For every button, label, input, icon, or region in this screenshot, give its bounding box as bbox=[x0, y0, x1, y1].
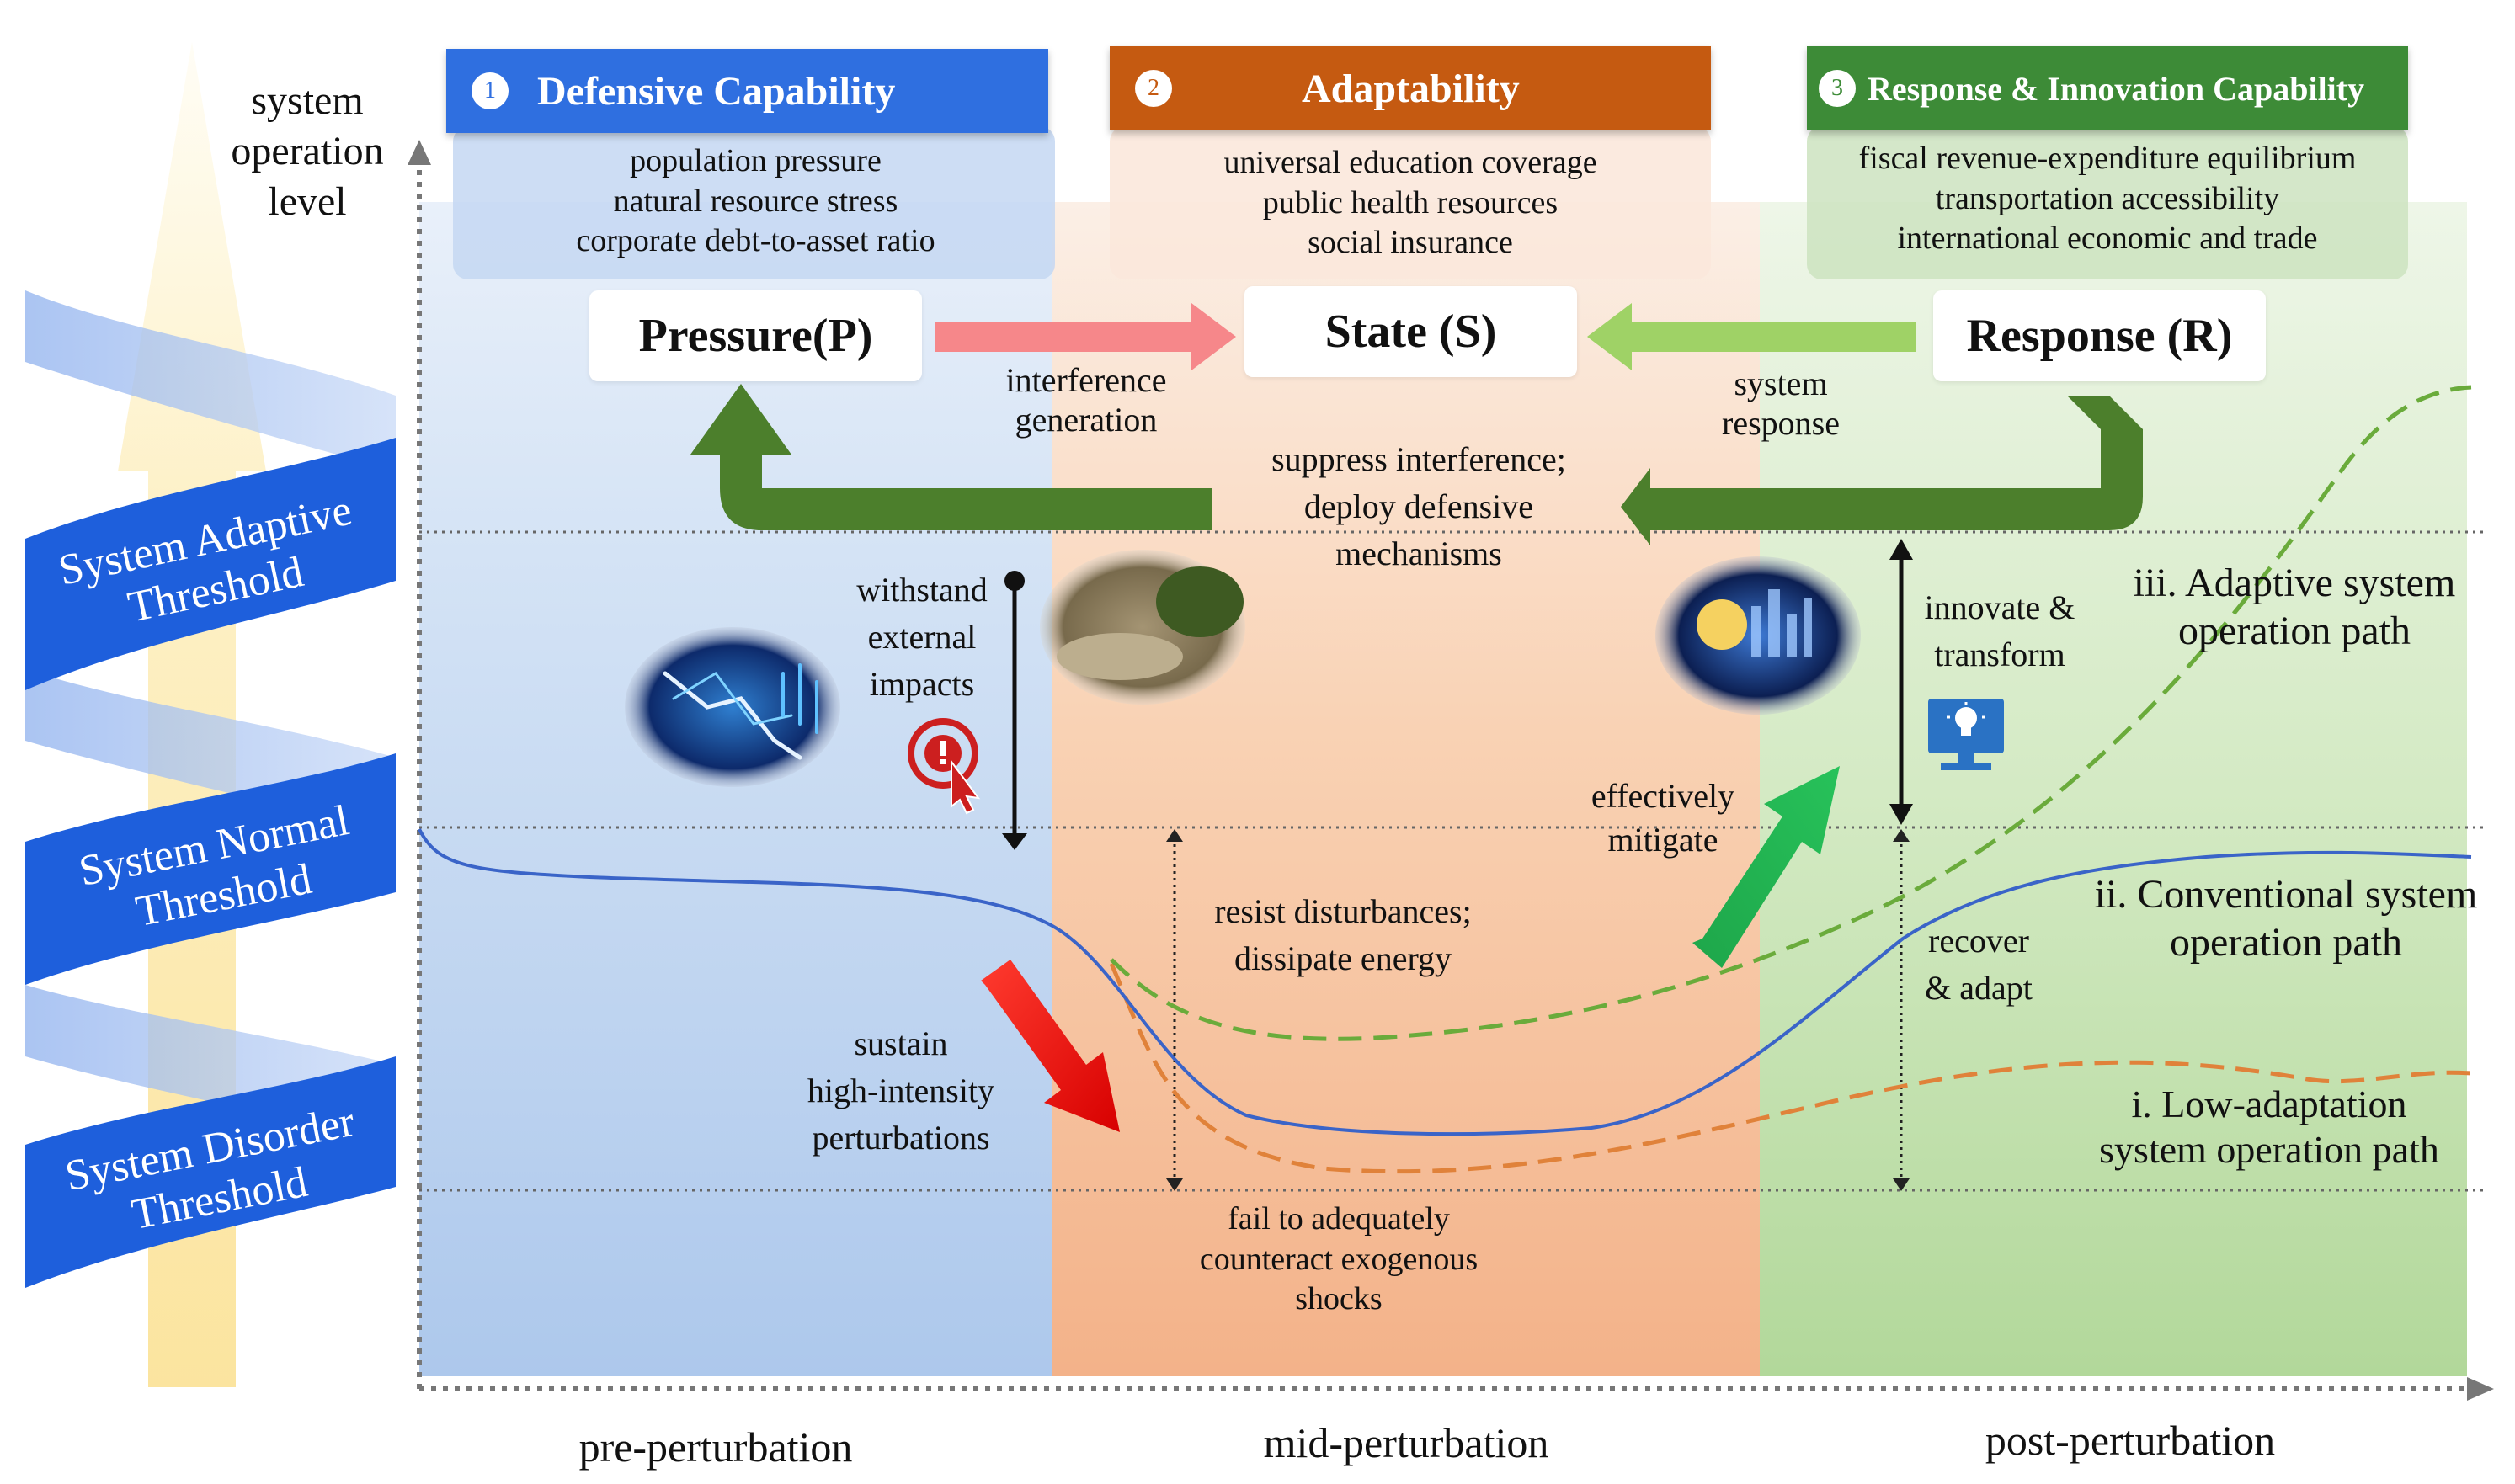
defensive-item-1: population pressure bbox=[630, 143, 882, 178]
drought-bush bbox=[1156, 566, 1244, 637]
conventional-path-label: ii. Conventional system operation path bbox=[2094, 872, 2478, 965]
adaptability-header: 2 Adaptability bbox=[1110, 46, 1711, 130]
sustain-perturbations-label: sustain high-intensity perturbations bbox=[807, 1024, 995, 1157]
system-response-label: system response bbox=[1722, 364, 1840, 443]
monitor-bulb-icon bbox=[1928, 699, 2004, 770]
adaptability-panel-bg bbox=[1110, 126, 1711, 279]
pressure-to-state-arrow bbox=[935, 303, 1236, 370]
adaptive-path-label: iii. Adaptive system operation path bbox=[2133, 561, 2456, 653]
threshold-band-disorder bbox=[25, 1056, 396, 1288]
withstand-arrowhead bbox=[1002, 833, 1027, 850]
adaptability-item-1: universal education coverage bbox=[1223, 145, 1597, 180]
resist-disturbances-label: resist disturbances; dissipate energy bbox=[1214, 892, 1472, 977]
low-adaptation-path-label: i. Low-adaptation system operation path bbox=[2099, 1082, 2439, 1172]
defensive-items: population pressure natural resource str… bbox=[455, 141, 1057, 262]
conventional-path bbox=[418, 828, 2472, 1136]
spiral-back-band-1 bbox=[25, 290, 396, 471]
innovate-arrowhead-top bbox=[1889, 539, 1913, 560]
post-perturbation-zone bbox=[1760, 202, 2467, 1376]
defensive-capability-header: 1 Defensive Capability bbox=[446, 49, 1048, 133]
threshold-band-adaptive bbox=[25, 438, 396, 690]
sustain-red-arrow bbox=[981, 960, 1120, 1132]
pressure-box: Pressure(P) bbox=[589, 290, 922, 381]
fail-counteract-label: fail to adequately counteract exogenous … bbox=[1199, 1201, 1479, 1316]
response-item-3: international economic and trade bbox=[1897, 221, 2318, 256]
response-innovation-header: 3 Response & Innovation Capability bbox=[1807, 46, 2408, 130]
defensive-capability-title: Defensive Capability bbox=[537, 68, 896, 114]
y-axis-arrowhead bbox=[408, 140, 431, 165]
interference-generation-label: interference generation bbox=[1005, 361, 1167, 439]
phase-pre-perturbation: pre-perturbation bbox=[578, 1423, 853, 1471]
defensive-number-badge: 1 bbox=[472, 72, 509, 109]
response-innovation-title: Response & Innovation Capability bbox=[1868, 69, 2365, 108]
tech-city-skyline bbox=[1751, 589, 1812, 657]
defensive-item-2: natural resource stress bbox=[613, 183, 898, 219]
drought-ground bbox=[1057, 633, 1183, 680]
recover-adapt-label: recover & adapt bbox=[1925, 922, 2033, 1007]
phase-mid-perturbation: mid-perturbation bbox=[1263, 1419, 1549, 1466]
defensive-item-3: corporate debt-to-asset ratio bbox=[576, 223, 935, 258]
phase-post-perturbation: post-perturbation bbox=[1985, 1417, 2276, 1464]
adaptability-items: universal education coverage public heal… bbox=[1110, 143, 1711, 263]
chart-crash-photo-detail bbox=[663, 663, 818, 760]
response-items: fiscal revenue-expenditure equilibrium t… bbox=[1807, 139, 2408, 259]
mitigate-green-arrow bbox=[1692, 766, 1840, 968]
adaptability-title: Adaptability bbox=[1302, 66, 1520, 111]
adaptability-number-badge: 2 bbox=[1135, 70, 1172, 107]
response-item-2: transportation accessibility bbox=[1935, 180, 2280, 216]
adaptability-item-2: public health resources bbox=[1262, 184, 1559, 221]
withstand-label: withstand external impacts bbox=[856, 571, 988, 703]
suppress-interference-label: suppress interference; deploy defensive … bbox=[1271, 440, 1566, 572]
response-to-state-arrow bbox=[1587, 303, 1916, 370]
chart-crash-photo bbox=[625, 627, 840, 787]
x-axis-arrowhead bbox=[2467, 1377, 2494, 1401]
y-axis-label: system operation level bbox=[231, 78, 384, 224]
effectively-mitigate-label: effectively mitigate bbox=[1591, 777, 1735, 859]
response-panel-bg bbox=[1807, 126, 2408, 279]
defensive-panel-bg bbox=[453, 126, 1055, 279]
adaptive-path bbox=[1110, 385, 2472, 1041]
response-number-badge: 3 bbox=[1819, 70, 1856, 107]
threshold-band-normal bbox=[25, 753, 396, 985]
response-item-1: fiscal revenue-expenditure equilibrium bbox=[1858, 141, 2357, 176]
adaptability-item-3: social insurance bbox=[1308, 225, 1513, 260]
innovate-arrowhead-bottom bbox=[1889, 804, 1913, 825]
state-box: State (S) bbox=[1244, 286, 1577, 377]
innovate-transform-label: innovate & transform bbox=[1924, 588, 2075, 673]
feedback-arrow-response-to-pressure bbox=[1621, 396, 2143, 545]
low-adaptation-path bbox=[1109, 963, 2472, 1174]
tech-city-light bbox=[1697, 599, 1747, 650]
alert-target-icon bbox=[908, 718, 981, 815]
response-box: Response (R) bbox=[1933, 290, 2266, 381]
feedback-arrow-left-segment bbox=[690, 384, 1212, 530]
